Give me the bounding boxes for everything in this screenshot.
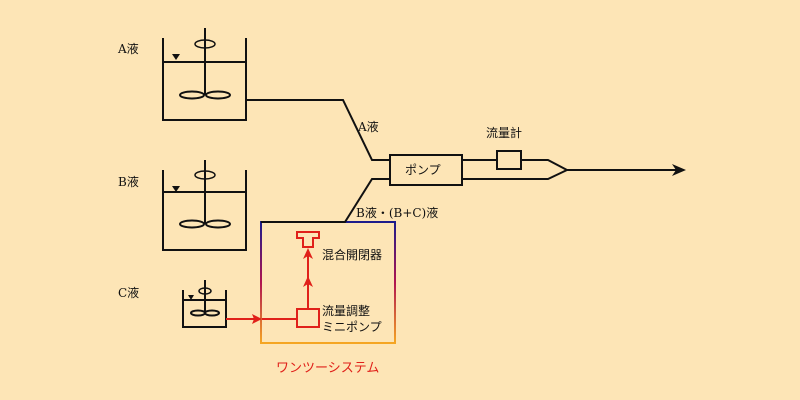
tank-b	[162, 160, 247, 251]
red-arrow-up-1-icon	[303, 276, 313, 287]
tank-c	[182, 280, 227, 328]
red-arrow-c-icon	[252, 314, 262, 324]
line-a-pipe	[246, 99, 390, 161]
tank-a-label: A液	[117, 41, 139, 56]
line-b-label: B液・(B+C)液	[356, 205, 438, 220]
mixer-label: 混合開閉器	[322, 247, 382, 262]
tank-a	[162, 28, 247, 121]
line-b-pipe	[261, 178, 390, 223]
mini-pump-label-line2: ミニポンプ	[322, 320, 382, 334]
mini-pump-label-line1: 流量調整	[322, 303, 370, 318]
flowmeter-label: 流量計	[486, 125, 522, 140]
tank-c-label: C液	[118, 285, 139, 300]
outlet-pipe-upper	[462, 159, 568, 171]
pump-box	[389, 154, 463, 186]
tank-b-label: B液	[118, 174, 139, 189]
mini-pump-box	[296, 308, 320, 328]
pump-label: ポンプ	[405, 163, 441, 177]
outlet-pipe-lower	[462, 169, 568, 180]
mixer-valve	[296, 231, 320, 248]
outlet-arrow-icon	[672, 164, 686, 176]
line-a-label: A液	[357, 119, 379, 134]
system-label: ワンツーシステム	[276, 361, 379, 376]
red-arrow-up-2-icon	[303, 248, 313, 259]
flowmeter-box	[496, 150, 522, 170]
